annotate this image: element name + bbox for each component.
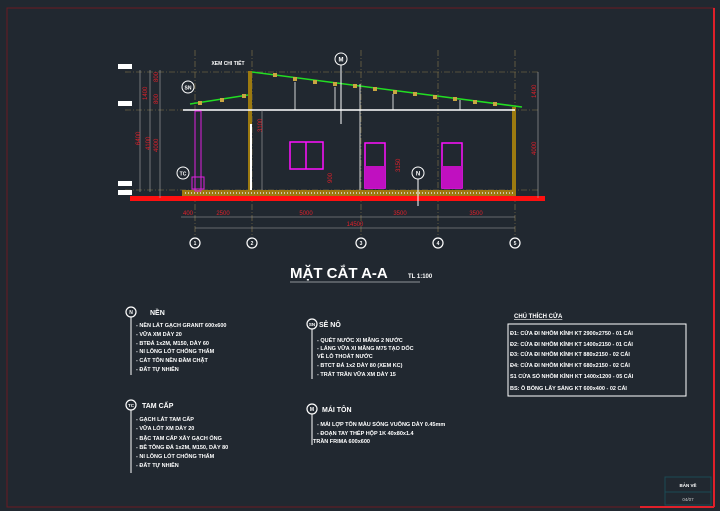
note-item: - LÁNG VỮA XI MĂNG M75 TẠO DỐC: [317, 345, 414, 352]
purlins: [198, 73, 497, 106]
axis-label-3: 3: [360, 241, 363, 247]
dim-2500: 2500: [216, 211, 230, 217]
legend-item: Đ4: CỬA ĐI NHÔM KÍNH KT 680x2150 - 02 CÁ…: [510, 361, 630, 369]
legend-box: [507, 323, 687, 397]
ground-line: [130, 196, 545, 201]
note-item: - BTĐÁ 1x2M, M150, DÀY 60: [136, 340, 209, 347]
note-item: - VỮA LÓT XM DÀY 20: [136, 424, 194, 432]
note-item: - NỀN LÁT GẠCH GRANIT 600x600: [136, 322, 226, 329]
note-item: - NI LÔNG LÓT CHỐNG THẤM: [136, 452, 215, 460]
dim-h-4000-right: 4000: [532, 141, 538, 155]
legend-item: S1 CỬA SỔ NHÔM KÍNH KT 1400x1200 - 05 CÁ…: [510, 372, 634, 380]
note-item: - QUÉT NƯỚC XI MĂNG 2 NƯỚC: [317, 336, 403, 344]
tag-sn: SN: [185, 86, 192, 92]
dim-h-900: 900: [328, 172, 334, 183]
legend-item: Đ3: CỬA ĐI NHÔM KÍNH KT 880x2150 - 02 CÁ…: [510, 350, 630, 358]
note-seno: SN SÊ NÔ - QUÉT NƯỚC XI MĂNG 2 NƯỚC - LÁ…: [306, 318, 414, 379]
note-nen-tag: N: [129, 310, 133, 316]
door-d3-panel: [365, 166, 385, 188]
note-tamcap-tag: TC: [128, 403, 135, 408]
grid-lines: [125, 50, 540, 236]
axis-label-2: 2: [251, 241, 254, 247]
tag-tc: TC: [180, 172, 187, 178]
main-roof: [251, 71, 523, 108]
column-axis-2: [250, 124, 252, 190]
legend-item: Đ1: CỬA ĐI NHÔM KÍNH KT 2900x2750 - 01 C…: [510, 329, 633, 337]
note-item: - NI LÔNG LÓT CHỐNG THẤM: [136, 347, 215, 355]
door-d4-panel: [442, 166, 462, 188]
dim-3500a: 3500: [393, 211, 407, 217]
tag-n: N: [416, 172, 420, 178]
note-seno-tag: SN: [309, 322, 315, 327]
note-item: VỀ LỖ THOÁT NƯỚC: [317, 352, 373, 360]
dim-h-3100: 3100: [258, 118, 264, 132]
roof-note: XEM CHI TIẾT: [211, 60, 244, 67]
dim-h-1400: 1400: [143, 86, 149, 100]
axis-label-5: 5: [514, 241, 517, 247]
note-item: - BTCT ĐÁ 1x2 DÀY 80 (XEM KC): [317, 362, 403, 369]
titleblock-label: BẢN VẼ: [679, 482, 696, 488]
note-item: - TRÁT TRẦN VỮA XM DÀY 15: [317, 371, 396, 378]
note-item: - ĐẤT TỰ NHIÊN: [136, 365, 179, 373]
axis-bubble-1: [189, 237, 201, 249]
axis-bubble-5: [509, 237, 521, 249]
level-markers: [118, 64, 132, 195]
axis-bubble-4: [432, 237, 444, 249]
tag-tc-bubble: [176, 166, 190, 180]
dim-h-800b: 800: [154, 93, 160, 104]
roof-hangers: [294, 82, 461, 190]
title-block: BẢN VẼ 04/07: [664, 476, 712, 506]
dim-h-4000: 4000: [154, 138, 160, 152]
vertical-dimension-lines: [139, 70, 539, 198]
wall-axis-5: [512, 107, 516, 191]
note-item: - ĐOẠN TAY THÉP HỘP 1K 40x80x1.4: [317, 429, 415, 437]
axis-label-1: 1: [194, 241, 197, 247]
dim-3500b: 3500: [469, 211, 483, 217]
note-tamcap-title: TAM CẤP: [142, 400, 174, 410]
note-item: - VỮA XM DÀY 20: [136, 331, 182, 338]
dim-400: 400: [183, 211, 194, 217]
note-item: - BẬC TAM CẤP XÂY GẠCH ỐNG: [136, 435, 222, 442]
note-nen: N NỀN - NỀN LÁT GẠCH GRANIT 600x600 - VỮ…: [125, 306, 226, 375]
canopy-column: [194, 110, 202, 192]
horizontal-dimension-lines: [181, 216, 515, 229]
dim-5000: 5000: [299, 211, 313, 217]
note-item: - GẠCH LÁT TAM CẤP: [136, 416, 194, 423]
note-item: - MÁI LỢP TÔN MÀU SÓNG VUÔNG DÀY 0.45mm: [317, 420, 445, 428]
section-scale: TL 1:100: [408, 274, 433, 280]
note-item: TRẦN FRIMA 600x600: [313, 438, 370, 445]
floor-slab: [182, 190, 516, 196]
dim-h-3150: 3150: [396, 158, 402, 172]
note-tamcap: TC TAM CẤP - GẠCH LÁT TAM CẤP - VỮA LÓT …: [125, 399, 228, 473]
note-item: - ĐẤT TỰ NHIÊN: [136, 461, 179, 469]
note-item: - BÊ TÔNG ĐÁ 1x2M, M150, DÀY 80: [136, 443, 228, 451]
dim-h-1400-right: 1400: [532, 84, 538, 98]
note-maiton-tag: M: [310, 407, 314, 413]
note-nen-title: NỀN: [150, 307, 165, 317]
dim-h-6400: 6400: [136, 131, 142, 145]
canopy-base: [191, 176, 205, 190]
legend-title: CHÚ THÍCH CỬA: [514, 312, 563, 320]
note-seno-title: SÊ NÔ: [319, 320, 341, 329]
note-item: - CÁT TÔN NỀN ĐẦM CHẶT: [136, 356, 208, 364]
axis-bubble-2: [246, 237, 258, 249]
section-title: MẶT CẮT A-A: [290, 264, 388, 282]
axis-bubble-3: [355, 237, 367, 249]
axis-label-4: 4: [437, 241, 440, 247]
legend-item: BS: Ô BÓNG LẤY SÁNG KT 600x400 - 02 CÁI: [510, 384, 627, 392]
dim-h-800a: 800: [154, 71, 160, 82]
dim-h-4100: 4100: [146, 136, 152, 150]
tag-sn-bubble: [181, 80, 195, 94]
tag-m: M: [339, 58, 344, 64]
dim-14500: 14500: [347, 222, 364, 228]
titleblock-sheet: 04/07: [682, 497, 694, 502]
note-maiton: M MÁI TÔN - MÁI LỢP TÔN MÀU SÓNG VUÔNG D…: [306, 403, 445, 445]
note-maiton-title: MÁI TÔN: [322, 405, 352, 414]
legend-item: Đ2: CỬA ĐI NHÔM KÍNH KT 1400x2150 - 01 C…: [510, 340, 633, 348]
